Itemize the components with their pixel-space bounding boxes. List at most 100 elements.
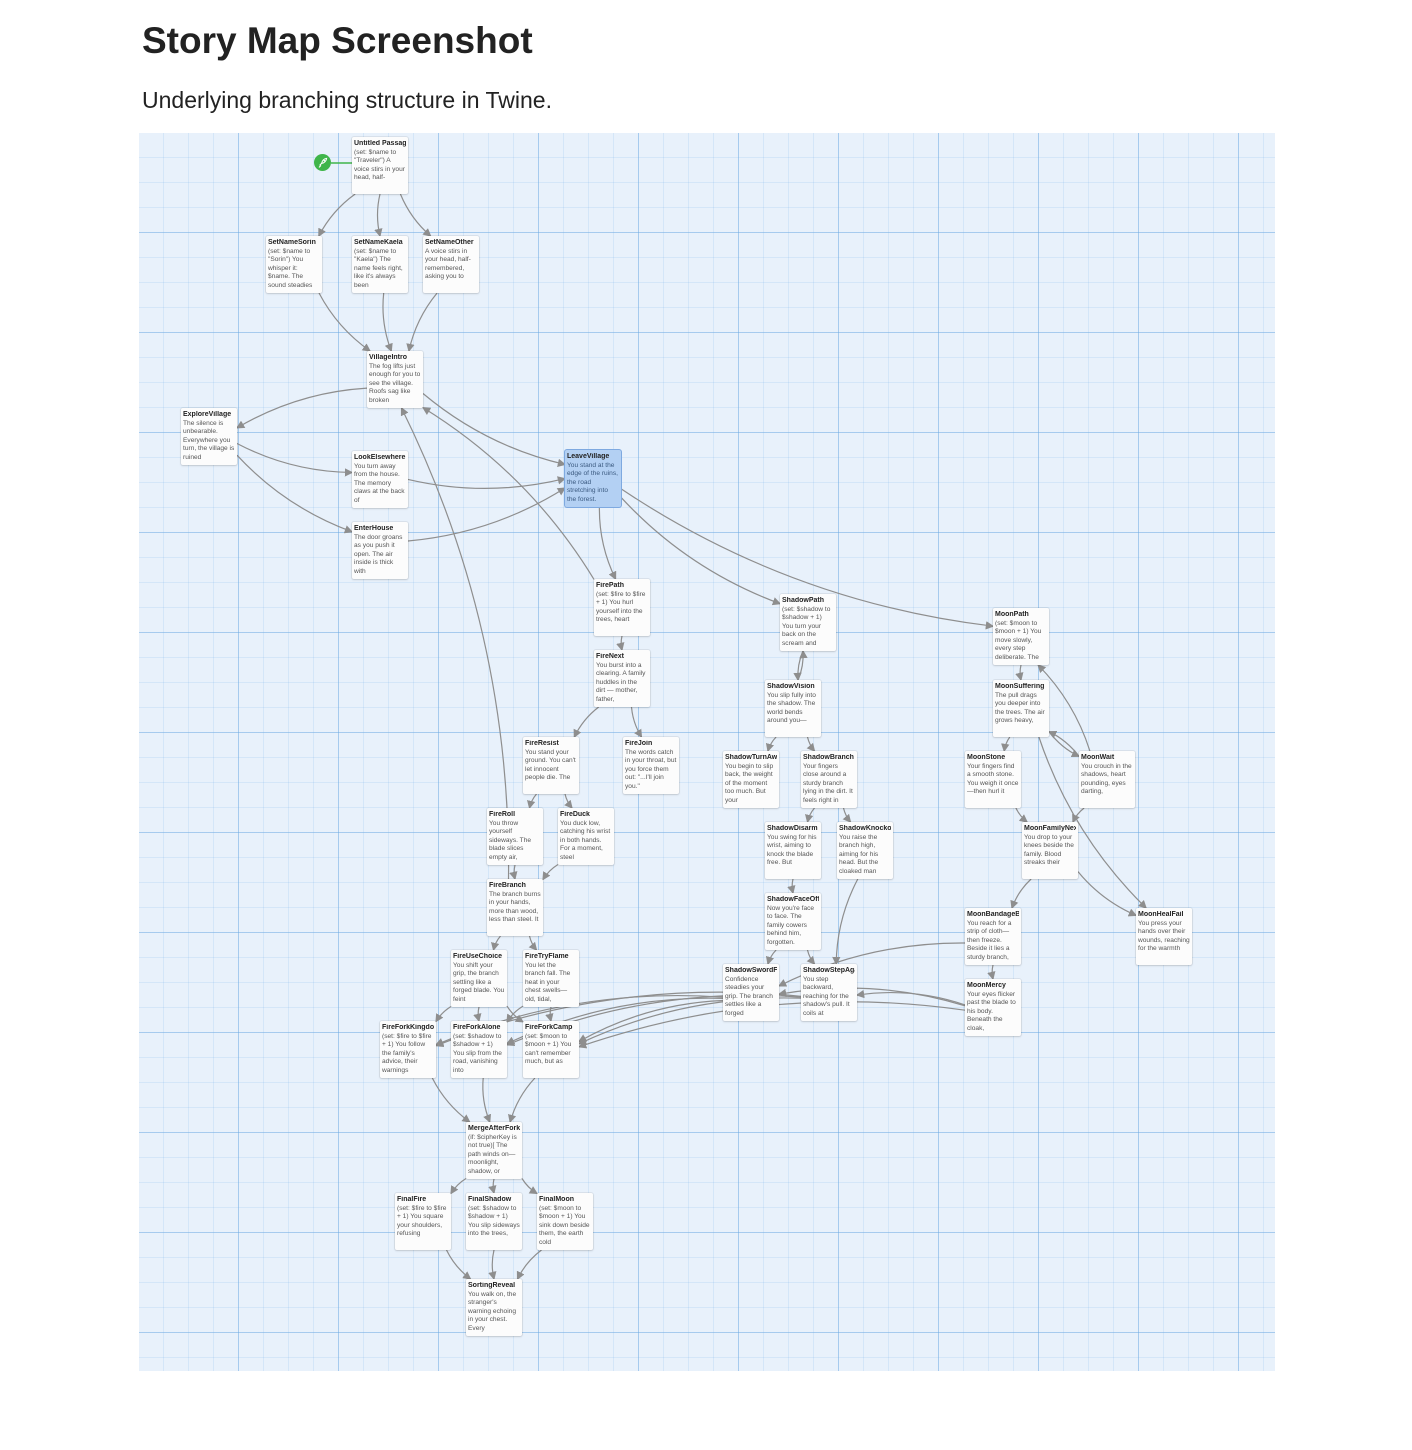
link-arrow	[406, 292, 438, 353]
passage-card[interactable]: FireForkKingdom(set: $fire to $fire + 1)…	[380, 1021, 436, 1078]
link-arrow	[573, 706, 600, 739]
passage-name: ShadowKnockout	[839, 825, 891, 832]
passage-name: EnterHouse	[354, 525, 394, 532]
link-arrow	[805, 807, 815, 824]
passage-card[interactable]: MergeAfterFork(if: $cipherKey is not tru…	[466, 1122, 522, 1179]
passage-card[interactable]: FinalMoon(set: $moon to $moon + 1) You s…	[537, 1193, 593, 1250]
passage-card[interactable]: SetNameKaela(set: $name to "Kaela") The …	[352, 236, 408, 293]
passage-excerpt: You duck low, catching his wrist in both…	[560, 819, 611, 861]
link-arrow	[1010, 878, 1032, 910]
passage-excerpt: (set: $name to "Sorin") You whisper it: …	[268, 247, 313, 289]
passage-excerpt: The words catch in your throat, but you …	[625, 748, 677, 790]
link-arrow	[445, 1249, 472, 1280]
passage-excerpt: You raise the branch high, aiming for hi…	[839, 833, 879, 875]
passage-excerpt: (set: $name to "Traveler") A voice stirs…	[354, 148, 405, 182]
passage-name: ShadowDisarm	[767, 825, 818, 832]
link-arrow	[509, 864, 518, 881]
link-arrow	[577, 999, 724, 1043]
passage-card[interactable]: ShadowPath(set: $shadow to $shadow + 1) …	[780, 594, 836, 651]
story-map-canvas[interactable]: Untitled Passage(set: $name to "Traveler…	[139, 133, 1275, 1371]
passage-name: MoonStone	[967, 754, 1006, 761]
passage-card[interactable]: MoonPath(set: $moon to $moon + 1) You mo…	[993, 608, 1049, 665]
link-arrow	[236, 442, 354, 477]
passage-excerpt: You step backward, reaching for the shad…	[803, 975, 850, 1017]
passage-excerpt: The silence is unbearable. Everywhere yo…	[183, 419, 235, 461]
passage-card[interactable]: MoonBandageBranchYou reach for a strip o…	[965, 908, 1021, 965]
passage-excerpt: The pull drags you deeper into the trees…	[995, 691, 1045, 725]
passage-excerpt: (set: $shadow to $shadow + 1) You slip s…	[468, 1204, 520, 1238]
passage-excerpt: The door groans as you push it open. The…	[354, 533, 403, 575]
passage-name: FinalShadow	[468, 1196, 512, 1203]
passage-name: ShadowSwordFight	[725, 967, 777, 974]
passage-card[interactable]: Untitled Passage(set: $name to "Traveler…	[352, 137, 408, 194]
passage-excerpt: Now you're face to face. The family cowe…	[767, 904, 815, 946]
passage-excerpt: A voice stirs in your head, half-remembe…	[425, 247, 471, 281]
link-arrow	[506, 1005, 524, 1023]
passage-excerpt: You reach for a strip of cloth—then free…	[967, 919, 1012, 961]
passage-card[interactable]: FirePath(set: $fire to $fire + 1) You hu…	[594, 579, 650, 636]
passage-excerpt: Your fingers find a smooth stone. You we…	[967, 762, 1019, 796]
passage-card[interactable]: FinalFire(set: $fire to $fire + 1) You s…	[395, 1193, 451, 1250]
passage-excerpt: (set: $shadow to $shadow + 1) You turn y…	[782, 605, 831, 647]
passage-name: MoonBandageBranch	[967, 911, 1019, 918]
passage-excerpt: Confidence steadies your grip. The branc…	[725, 975, 773, 1017]
passage-card[interactable]: FireForkCamp(set: $moon to $moon + 1) Yo…	[523, 1021, 579, 1078]
passage-card[interactable]: ShadowKnockoutYou raise the branch high,…	[837, 822, 893, 879]
passage-name: FireResist	[525, 740, 559, 747]
passage-excerpt: (set: $moon to $moon + 1) You move slowl…	[995, 619, 1042, 661]
passage-card[interactable]: ShadowStepAgainYou step backward, reachi…	[801, 964, 857, 1021]
passage-name: FireForkAlone	[453, 1024, 501, 1031]
link-arrow	[1015, 807, 1029, 823]
passage-name: MoonMercy	[967, 982, 1006, 989]
passage-name: SetNameKaela	[354, 239, 403, 246]
passage-excerpt: (if: $cipherKey is not true)[ The path w…	[468, 1133, 517, 1175]
passage-name: ShadowStepAgain	[803, 967, 855, 974]
passage-card[interactable]: FinalShadow(set: $shadow to $shadow + 1)…	[466, 1193, 522, 1250]
passage-name: ExploreVillage	[183, 411, 232, 418]
passage-excerpt: (set: $fire to $fire + 1) You hurl yours…	[596, 590, 646, 624]
passage-name: FireDuck	[560, 811, 590, 818]
passage-card[interactable]: ShadowTurnAwayYou begin to slip back, th…	[723, 751, 779, 808]
link-arrow	[435, 1005, 452, 1023]
link-arrow	[797, 649, 808, 681]
passage-excerpt: You stand your ground. You can't let inn…	[525, 748, 576, 782]
passage-card[interactable]: FireForkAlone(set: $shadow to $shadow + …	[451, 1021, 507, 1078]
passage-excerpt: The branch burns in your hands, more tha…	[489, 890, 541, 924]
passage-excerpt: (set: $moon to $moon + 1) You sink down …	[539, 1204, 590, 1246]
link-arrow	[765, 949, 777, 966]
link-arrow	[806, 949, 816, 965]
passage-excerpt: (set: $shadow to $shadow + 1) You slip f…	[453, 1032, 502, 1074]
passage-card[interactable]: ShadowSwordFightConfidence steadies your…	[723, 964, 779, 1021]
passage-name: VillageIntro	[369, 354, 407, 361]
passage-name: FireUseChoice	[453, 953, 503, 960]
passage-card[interactable]: SetNameSorin(set: $name to "Sorin") You …	[266, 236, 322, 293]
passage-excerpt: You burst into a clearing. A family hudd…	[596, 661, 646, 703]
passage-name: FirePath	[596, 582, 625, 589]
link-arrow	[407, 476, 567, 489]
